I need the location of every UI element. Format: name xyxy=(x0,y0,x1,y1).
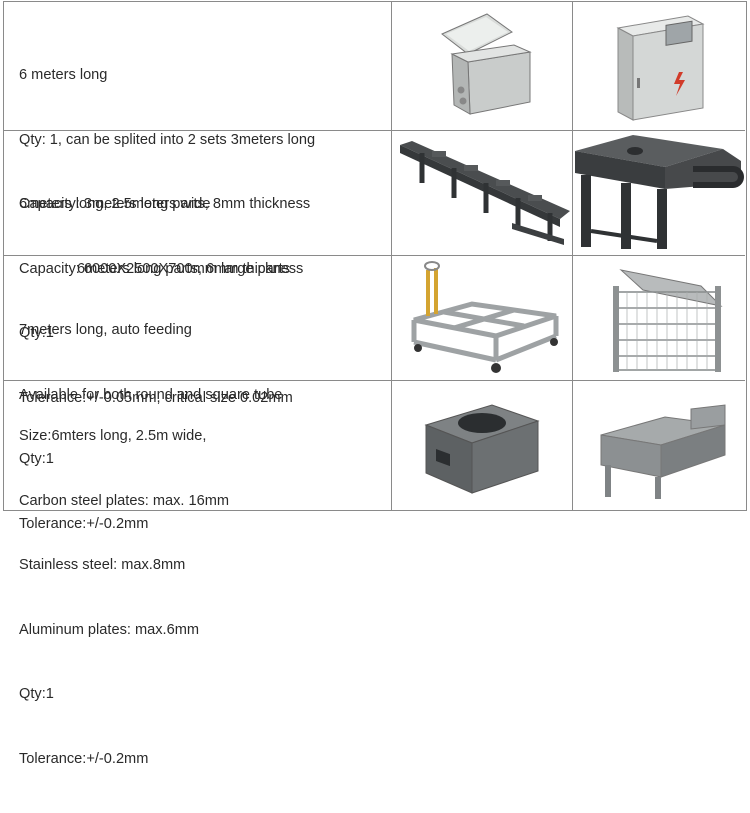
description-line: Qty:1 xyxy=(19,451,54,467)
open-electrical-enclosure-icon xyxy=(441,13,532,115)
description-text: 6 meters long Qty: 1, can be splited int… xyxy=(19,22,315,323)
product-image-cell xyxy=(573,131,745,255)
description-line: 6 meters long xyxy=(19,67,108,83)
description-line: 6meters long parts, 6mm thickness xyxy=(77,260,304,277)
description-line: Tolerance:+/-0.2mm xyxy=(19,750,149,767)
table-row: Size:6mters long, 2.5m wide, Carbon stee… xyxy=(4,381,745,767)
table-row: 7meters long, auto feeding Available for… xyxy=(4,256,745,532)
description-line: Qty:1 xyxy=(19,325,54,341)
description-line: Available for both round and square tube xyxy=(19,386,283,403)
product-image-cell xyxy=(573,2,745,130)
bent-sheet-metal-box-icon xyxy=(424,404,540,494)
description-cell: 6 meters long Qty: 1, can be splited int… xyxy=(4,2,392,277)
closed-electrical-cabinet-icon xyxy=(616,15,705,121)
tube-trolley-cart-icon xyxy=(411,261,559,373)
product-image-cell xyxy=(392,381,573,510)
product-image-cell xyxy=(392,256,573,380)
description-line: Carbon steel plates: max. 16mm xyxy=(19,492,230,509)
description-line: Tolerance:+/-0.05mm, critical size 0.02m… xyxy=(19,389,293,406)
description-text: 6meters long, 2.5meters wide Capacity: 6… xyxy=(19,151,293,452)
product-spec-table: 6 meters long Qty: 1, can be splited int… xyxy=(3,1,747,767)
description-line: Qty: 1, can be splited into 2 sets 3mete… xyxy=(19,131,316,148)
description-cell: 7meters long, auto feeding Available for… xyxy=(4,256,392,532)
description-line: Aluminum plates: max.6mm xyxy=(19,621,200,638)
table-row: 6 meters long Qty: 1, can be splited int… xyxy=(4,2,745,277)
description-line: Capacity: 6000X2500X700mm large parts xyxy=(19,260,290,277)
sheet-metal-tray-icon xyxy=(600,404,726,499)
description-line: Size:6mters long, 2.5m wide, xyxy=(19,428,207,444)
description-cell: 6meters long, 2.5meters wide Capacity: 6… xyxy=(4,131,392,406)
wire-basket-rack-icon xyxy=(613,269,723,372)
description-line: 7meters long, auto feeding xyxy=(19,322,192,338)
description-line: Qty:1 xyxy=(19,686,54,702)
description-line: Capacity: 3meters long parts, 8mm thickn… xyxy=(19,196,311,212)
description-text: Size:6mters long, 2.5m wide, Carbon stee… xyxy=(19,383,229,813)
table-row: 6meters long, 2.5meters wide Capacity: 6… xyxy=(4,131,745,406)
description-cell: Size:6mters long, 2.5m wide, Carbon stee… xyxy=(4,381,392,767)
long-welded-steel-frame-icon xyxy=(400,141,570,245)
product-image-cell xyxy=(392,2,573,130)
description-line: Stainless steel: max.8mm xyxy=(19,557,186,573)
product-image-cell xyxy=(573,381,745,510)
description-line: 6meters long, 2.5meters wide xyxy=(19,196,211,212)
product-image-cell xyxy=(392,131,573,255)
product-image-cell xyxy=(573,256,745,380)
steel-frame-closeup-icon xyxy=(575,135,744,249)
